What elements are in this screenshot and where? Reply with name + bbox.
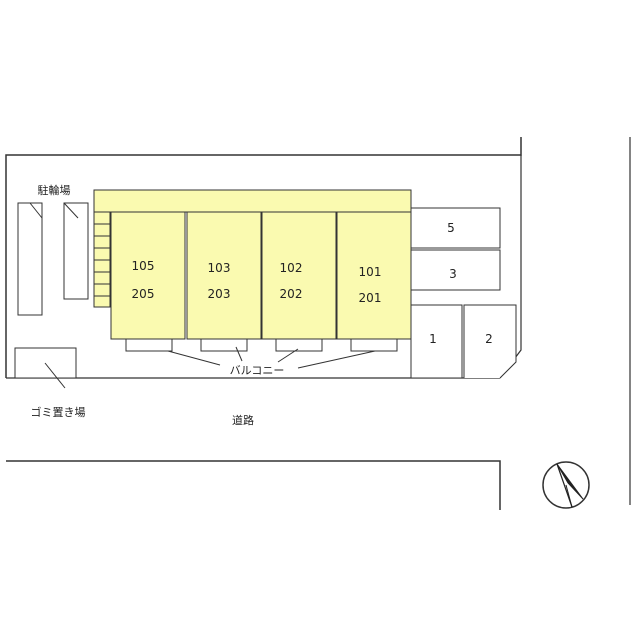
building: 105 205 103 203 102 202 101 201 — [93, 189, 412, 352]
bicycle-parking — [17, 202, 89, 316]
unit-lower: 201 — [359, 291, 382, 305]
balcony-102 — [275, 338, 323, 352]
unit-box-103 — [186, 211, 262, 340]
garbage-area — [14, 347, 77, 389]
balcony-103 — [200, 338, 248, 352]
parking-space-3 — [410, 249, 501, 291]
bicycle-parking-label: 駐輪場 — [38, 183, 71, 197]
road-far-edge — [6, 460, 501, 510]
unit-upper: 105 — [132, 259, 155, 273]
unit-box-102 — [261, 211, 337, 340]
unit-lower: 203 — [208, 287, 231, 301]
balcony-leaders — [167, 346, 376, 369]
north-arrow-icon — [542, 461, 590, 509]
parking-number: 3 — [449, 267, 457, 281]
balcony-label: バルコニー — [230, 364, 285, 377]
road-label: 道路 — [232, 413, 254, 427]
building-corridor — [93, 189, 412, 213]
parking-number: 5 — [447, 221, 455, 235]
balcony-105 — [125, 338, 173, 352]
unit-upper: 103 — [208, 261, 231, 275]
stair-steps — [94, 223, 110, 297]
unit-upper: 101 — [359, 265, 382, 279]
unit-upper: 102 — [280, 261, 303, 275]
parking-space-1 — [410, 304, 463, 379]
parking-number: 1 — [429, 332, 437, 346]
balcony-101 — [350, 338, 398, 352]
parking-space-2 — [463, 304, 517, 379]
unit-lower: 202 — [280, 287, 303, 301]
unit-lower: 205 — [132, 287, 155, 301]
site-boundary — [5, 137, 522, 378]
unit-box-101 — [336, 211, 412, 340]
parking-number: 2 — [485, 332, 493, 346]
garbage-area-label: ゴミ置き場 — [31, 405, 86, 419]
parking-space-5 — [410, 207, 501, 249]
unit-box-105 — [110, 211, 186, 340]
parking-lot — [410, 207, 517, 379]
